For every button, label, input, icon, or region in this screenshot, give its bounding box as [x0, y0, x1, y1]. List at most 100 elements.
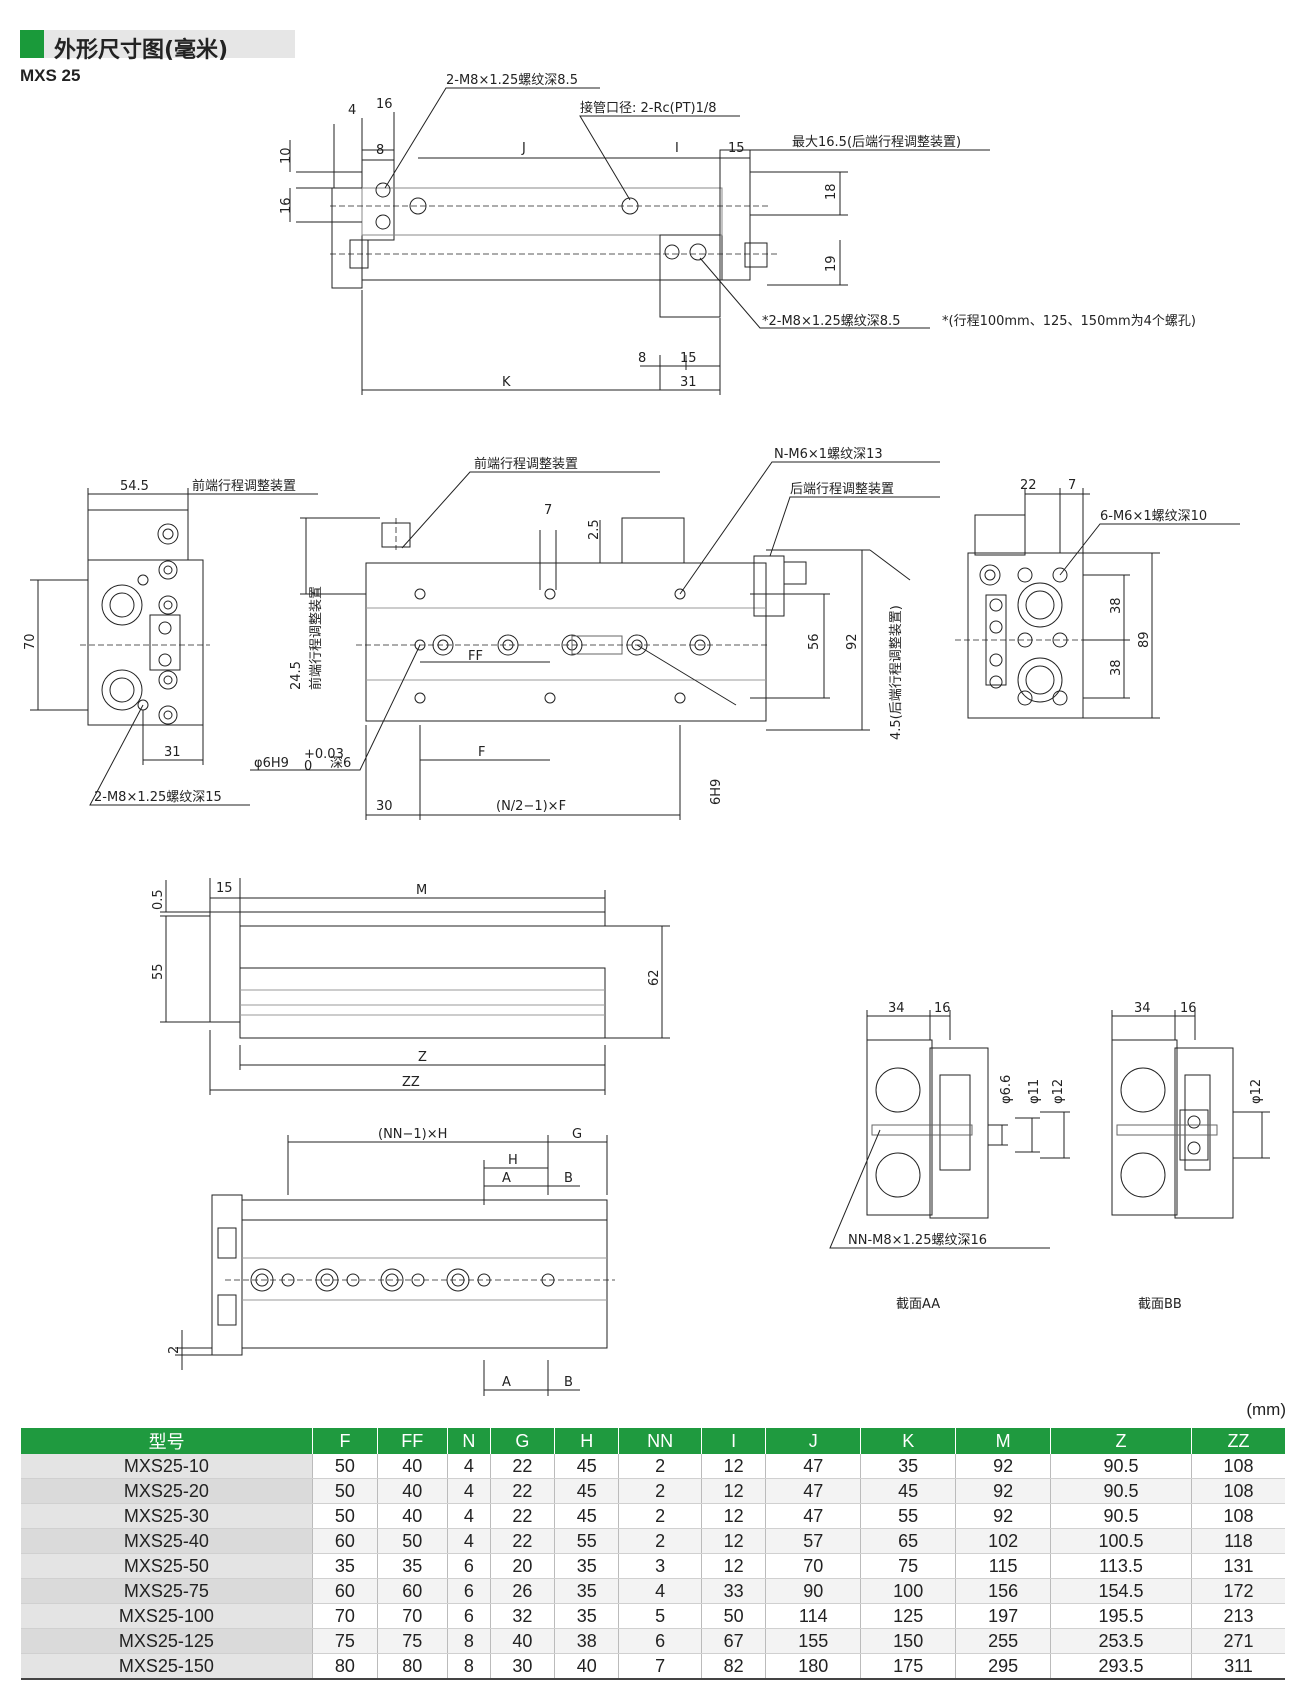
- value-cell: 80: [376, 1653, 448, 1680]
- value-cell: 40: [376, 1454, 448, 1479]
- value-cell: 33: [700, 1578, 766, 1604]
- model-label: MXS 25: [20, 66, 81, 85]
- value-cell: 102: [955, 1528, 1051, 1554]
- header-cell: 型号: [19, 1428, 313, 1454]
- dim-89: 89: [1137, 631, 1152, 648]
- dim-54-5: 54.5: [120, 479, 149, 494]
- value-cell: 156: [955, 1578, 1051, 1604]
- vert-rear-label: 4.5(后端行程调整装置): [889, 605, 904, 740]
- dim-15: 15: [728, 141, 745, 156]
- model-cell: MXS25-75: [20, 1578, 313, 1604]
- value-cell: 22: [489, 1503, 555, 1529]
- value-cell: 108: [1190, 1478, 1285, 1504]
- value-cell: 65: [860, 1528, 956, 1554]
- model-cell: MXS25-30: [20, 1503, 313, 1529]
- model-cell: MXS25-50: [20, 1553, 313, 1579]
- header-cell: M: [955, 1428, 1051, 1454]
- value-cell: 55: [860, 1503, 956, 1529]
- dim-7r: 7: [1068, 478, 1076, 493]
- top-view-labels: 2-M8×1.25螺纹深8.5 接管口径: 2-Rc(PT)1/8 最大16.5…: [279, 73, 1196, 390]
- aa-dim-12: φ12: [1051, 1079, 1066, 1104]
- value-cell: 12: [700, 1503, 766, 1529]
- value-cell: 50: [700, 1603, 766, 1629]
- dim-55: 55: [151, 963, 166, 980]
- aa-dim-6-6: φ6.6: [999, 1075, 1014, 1104]
- value-cell: 2: [618, 1478, 702, 1504]
- value-cell: 45: [554, 1478, 619, 1504]
- model-cell: MXS25-40: [20, 1528, 313, 1554]
- dim-K: K: [502, 375, 511, 390]
- section-aa-label: 截面AA: [896, 1297, 940, 1312]
- dim-16v: 16: [279, 197, 294, 214]
- dim-FF: FF: [468, 649, 483, 664]
- value-cell: 90: [765, 1578, 861, 1604]
- value-cell: 4: [446, 1503, 491, 1529]
- dim-10: 10: [279, 147, 294, 164]
- header-cell: H: [554, 1428, 619, 1454]
- hole-depth: 深6: [330, 756, 351, 771]
- value-cell: 60: [312, 1528, 378, 1554]
- value-cell: 45: [554, 1503, 619, 1529]
- value-cell: 255: [955, 1628, 1051, 1654]
- dim-G: G: [572, 1127, 582, 1142]
- value-cell: 2: [618, 1454, 702, 1479]
- value-cell: 114: [765, 1603, 861, 1629]
- value-cell: 60: [312, 1578, 378, 1604]
- value-cell: 80: [312, 1653, 378, 1680]
- value-cell: 293.5: [1050, 1653, 1192, 1680]
- value-cell: 6: [446, 1578, 491, 1604]
- header-marker: [20, 30, 44, 58]
- value-cell: 90.5: [1050, 1454, 1192, 1479]
- unit-label: (mm): [1246, 1400, 1286, 1419]
- value-cell: 253.5: [1050, 1628, 1192, 1654]
- tol-zero: 0: [304, 759, 312, 774]
- value-cell: 125: [860, 1603, 956, 1629]
- value-cell: 8: [446, 1628, 491, 1654]
- dim-M: M: [416, 883, 427, 898]
- value-cell: 108: [1190, 1454, 1285, 1479]
- side-view-center: [250, 461, 940, 820]
- dim-B2: B: [564, 1375, 573, 1390]
- dim-24-5: 24.5: [289, 661, 304, 690]
- value-cell: 50: [376, 1528, 448, 1554]
- value-cell: 47: [765, 1503, 861, 1529]
- value-cell: 90.5: [1050, 1503, 1192, 1529]
- bottom-view-labels: (NN−1)×H G H A B 2 A B: [167, 1127, 582, 1390]
- value-cell: 172: [1190, 1578, 1285, 1604]
- value-cell: 6: [618, 1628, 702, 1654]
- bb-dim-12: φ12: [1249, 1079, 1264, 1104]
- page-title: 外形尺寸图(毫米): [54, 38, 229, 63]
- n-tap-note: N-M6×1螺纹深13: [774, 447, 883, 462]
- value-cell: 2: [618, 1503, 702, 1529]
- value-cell: 30: [489, 1653, 555, 1680]
- side-view-lower: [160, 878, 670, 1095]
- tap2-note: 2-M8×1.25螺纹深15: [94, 790, 222, 805]
- value-cell: 12: [700, 1553, 766, 1579]
- value-cell: 12: [700, 1454, 766, 1479]
- model-cell: MXS25-100: [20, 1603, 313, 1629]
- dim-F: F: [478, 745, 485, 760]
- hole-v-label: 6H9: [709, 779, 724, 805]
- mid-view-labels: 54.5 前端行程调整装置 70 31 2-M8×1.25螺纹深15 前端行程调…: [23, 447, 1207, 814]
- dim-4: 4: [348, 103, 356, 118]
- hole-label: φ6H9: [254, 756, 289, 771]
- bottom-view: [175, 1135, 608, 1396]
- aa-dim-34: 34: [888, 1001, 905, 1016]
- value-cell: 35: [554, 1578, 619, 1604]
- value-cell: 50: [312, 1478, 378, 1504]
- value-cell: 35: [312, 1553, 378, 1579]
- dim-56: 56: [807, 633, 822, 650]
- dim-16: 16: [376, 97, 393, 112]
- front-adj2-label: 前端行程调整装置: [474, 456, 578, 472]
- value-cell: 40: [489, 1628, 555, 1654]
- dim-nf: (N/2−1)×F: [496, 799, 566, 814]
- value-cell: 45: [554, 1454, 619, 1479]
- value-cell: 6: [446, 1603, 491, 1629]
- value-cell: 47: [765, 1478, 861, 1504]
- value-cell: 70: [376, 1603, 448, 1629]
- dimension-drawing: 2-M8×1.25螺纹深8.5 接管口径: 2-Rc(PT)1/8 最大16.5…: [23, 73, 1270, 1396]
- value-cell: 295: [955, 1653, 1051, 1680]
- section-bb-label: 截面BB: [1138, 1297, 1182, 1312]
- value-cell: 20: [489, 1553, 555, 1579]
